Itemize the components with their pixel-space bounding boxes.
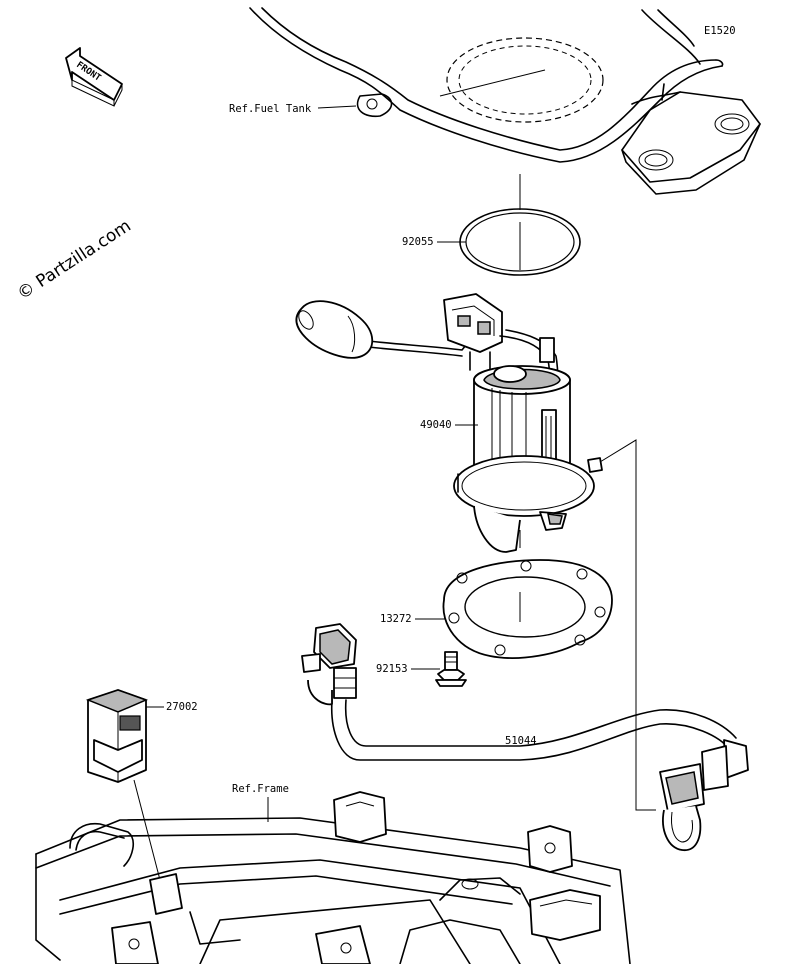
bolt-92153 [435, 651, 467, 687]
label-92153: 92153 [376, 663, 408, 675]
label-27002: 27002 [166, 701, 198, 713]
frame-reference [35, 791, 631, 964]
fuel-hose-51044 [301, 623, 749, 851]
label-ref-fuel-tank: Ref.Fuel Tank [229, 103, 312, 115]
front-arrow-icon: FRONT [65, 47, 123, 107]
label-92055: 92055 [402, 236, 434, 248]
label-49040: 49040 [420, 419, 452, 431]
o-ring-92055 [459, 208, 581, 276]
fuel-tank-reference [249, 7, 761, 195]
gasket-13272 [442, 559, 613, 659]
diagram-code: E1520 [704, 25, 736, 37]
relay-27002 [85, 689, 161, 881]
watermark-text: © Partzilla.com [14, 216, 135, 304]
label-13272: 13272 [380, 613, 412, 625]
label-ref-frame: Ref.Frame [232, 783, 289, 795]
label-51044: 51044 [505, 735, 537, 747]
hose-connection-line [599, 439, 656, 811]
fuel-pump-49040 [295, 293, 603, 553]
